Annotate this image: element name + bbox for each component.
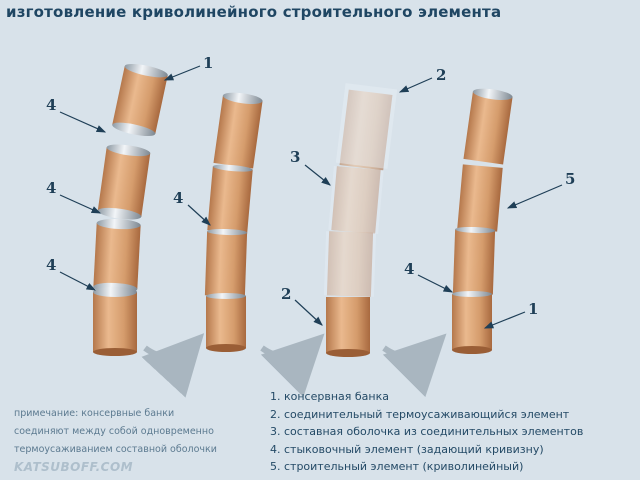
- callout-2: 2: [281, 285, 291, 303]
- callout-4: 4: [46, 179, 56, 197]
- legend: 1. консервная банка 2. соединительный те…: [270, 388, 583, 476]
- stage1-cans: [93, 63, 168, 356]
- callout-1: 1: [203, 54, 213, 72]
- note: примечание: консервные банки соединяют м…: [14, 405, 217, 459]
- callout-4: 4: [404, 260, 414, 278]
- note-line: примечание: консервные банки: [14, 408, 175, 419]
- brand-watermark: KATSUBOFF.COM: [14, 460, 134, 474]
- callout-5: 5: [565, 170, 575, 188]
- legend-item: 4. стыковочный элемент (задающий кривизн…: [270, 442, 544, 456]
- legend-item: 5. строительный элемент (криволинейный): [270, 460, 524, 473]
- callout-lines: [59, 65, 563, 329]
- legend-item: 2. соединительный термоусаживающийся эле…: [270, 407, 570, 421]
- note-line: термоусаживанием составной оболочки: [14, 444, 217, 455]
- page-title: изготовление криволинейного строительног…: [6, 3, 502, 21]
- callout-4: 4: [46, 256, 56, 274]
- stage2-joined: [204, 92, 263, 352]
- flow-arrows: [141, 333, 447, 398]
- callout-1: 1: [528, 300, 538, 318]
- stage3-shell: [323, 83, 398, 357]
- callout-4: 4: [173, 189, 183, 207]
- stage4-element: [452, 88, 513, 354]
- note-line: соединяют между собой одновременно: [14, 426, 214, 437]
- callout-4: 4: [46, 96, 56, 114]
- callout-3: 3: [290, 148, 300, 166]
- callout-2: 2: [436, 66, 446, 84]
- legend-item: 1. консервная банка: [270, 390, 389, 403]
- legend-item: 3. составная оболочка из соединительных …: [270, 425, 584, 438]
